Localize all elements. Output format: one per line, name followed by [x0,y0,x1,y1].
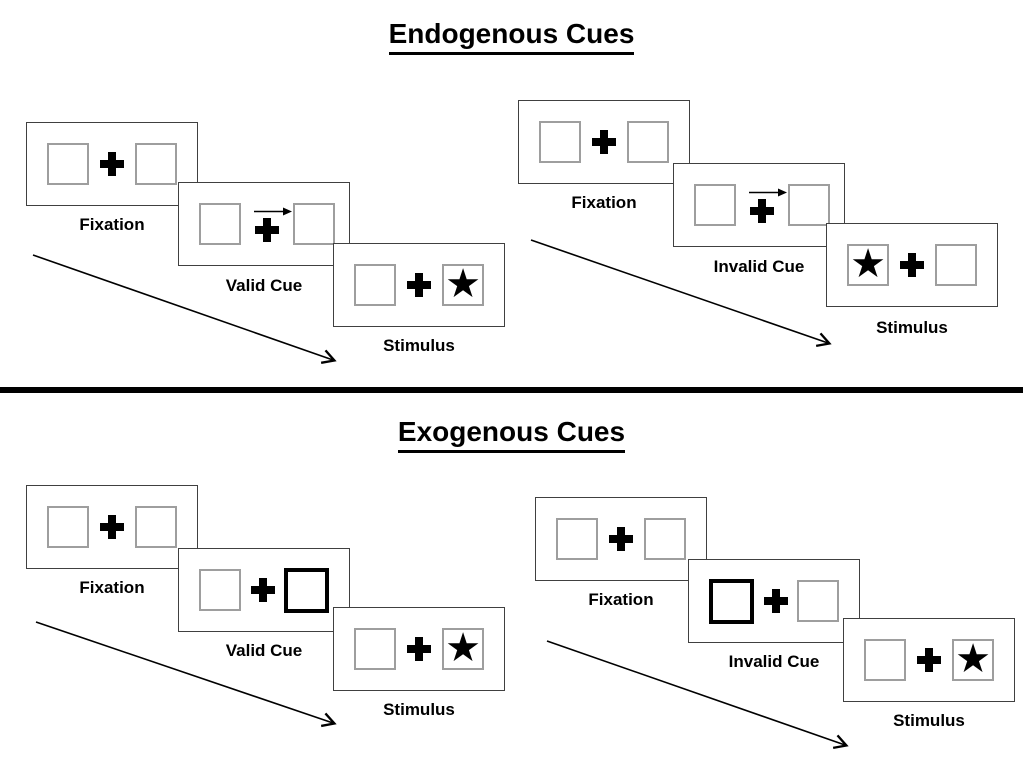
panel-exogenous-invalid-fixation [535,497,707,581]
section-title-exogenous-text: Exogenous Cues [397,416,626,454]
peripheral-box-left [199,569,241,611]
section-title-endogenous-text: Endogenous Cues [388,18,635,56]
panel-exogenous-invalid-stimulus: ★ [843,618,1015,702]
panel-exogenous-valid-fixation [26,485,198,569]
panel-label-invalid-cue: Invalid Cue [713,257,805,276]
peripheral-box-right: ★ [952,639,994,681]
central-area [900,253,924,277]
panel-label-stimulus: Stimulus [383,336,455,355]
panel-label-stimulus: Stimulus [383,700,455,719]
panel-endogenous-invalid-cue [673,163,845,247]
panel-endogenous-invalid-fixation [518,100,690,184]
panel-label-fixation: Fixation [588,590,654,609]
central-area [917,648,941,672]
peripheral-box-right [797,580,839,622]
central-area [100,152,124,176]
sequence-arrow-icon [35,621,337,728]
central-area [407,273,431,297]
panel-exogenous-invalid-cue [688,559,860,643]
panel-label-fixation: Fixation [79,215,145,234]
peripheral-box-right [293,203,335,245]
central-area [763,589,788,613]
central-area [736,187,788,223]
panel-label-stimulus: Stimulus [893,711,965,730]
panel-exogenous-valid-cue [178,548,350,632]
fixation-cross-icon [750,199,774,223]
peripheral-box-left [47,143,89,185]
panel-label-valid-cue: Valid Cue [225,276,303,295]
cue-highlight-box-right [284,567,329,613]
fixation-cross-icon [407,637,431,661]
section-divider [0,387,1023,393]
fixation-cross-icon [763,589,788,613]
peripheral-box-right [788,184,830,226]
fixation-cross-icon [900,253,924,277]
cue-highlight-box-left [709,578,754,624]
central-area [100,515,124,539]
fixation-cross-icon [917,648,941,672]
sequence-arrow-icon [530,239,832,348]
central-area [592,130,616,154]
panel-label-stimulus: Stimulus [876,318,948,337]
central-area [250,578,275,602]
peripheral-box-left [354,264,396,306]
sequence-arrow-icon [32,254,337,364]
section-title-exogenous: Exogenous Cues [0,416,1023,454]
fixation-cross-icon [100,515,124,539]
peripheral-box-right [135,143,177,185]
fixation-cross-icon [255,218,279,242]
fixation-cross-icon [592,130,616,154]
panel-label-fixation: Fixation [79,578,145,597]
peripheral-box-right [135,506,177,548]
fixation-cross-icon [609,527,633,551]
peripheral-box-left [354,628,396,670]
target-star-icon: ★ [850,242,886,286]
peripheral-box-left [47,506,89,548]
section-title-endogenous: Endogenous Cues [0,18,1023,56]
panel-label-fixation: Fixation [571,193,637,212]
peripheral-box-left [556,518,598,560]
fixation-cross-icon [250,578,275,602]
peripheral-box-left: ★ [847,244,889,286]
panel-label-valid-cue: Valid Cue [225,641,303,660]
peripheral-box-right [644,518,686,560]
peripheral-box-right: ★ [442,628,484,670]
peripheral-box-right [627,121,669,163]
target-star-icon: ★ [445,626,481,670]
peripheral-box-left [539,121,581,163]
central-area [407,637,431,661]
peripheral-box-left [864,639,906,681]
peripheral-box-right [935,244,977,286]
cue-arrow-right-icon [254,207,292,216]
panel-endogenous-invalid-stimulus: ★ [826,223,998,307]
fixation-cross-icon [407,273,431,297]
panel-label-invalid-cue: Invalid Cue [728,652,820,671]
panel-endogenous-valid-stimulus: ★ [333,243,505,327]
sequence-arrow-icon [546,640,849,750]
fixation-cross-icon [100,152,124,176]
panel-endogenous-valid-fixation [26,122,198,206]
cue-arrow-right-icon [749,188,787,197]
central-area [609,527,633,551]
peripheral-box-left [199,203,241,245]
target-star-icon: ★ [445,262,481,306]
target-star-icon: ★ [955,637,991,681]
panel-exogenous-valid-stimulus: ★ [333,607,505,691]
peripheral-box-left [694,184,736,226]
panel-endogenous-valid-cue [178,182,350,266]
peripheral-box-right: ★ [442,264,484,306]
central-area [241,206,293,242]
